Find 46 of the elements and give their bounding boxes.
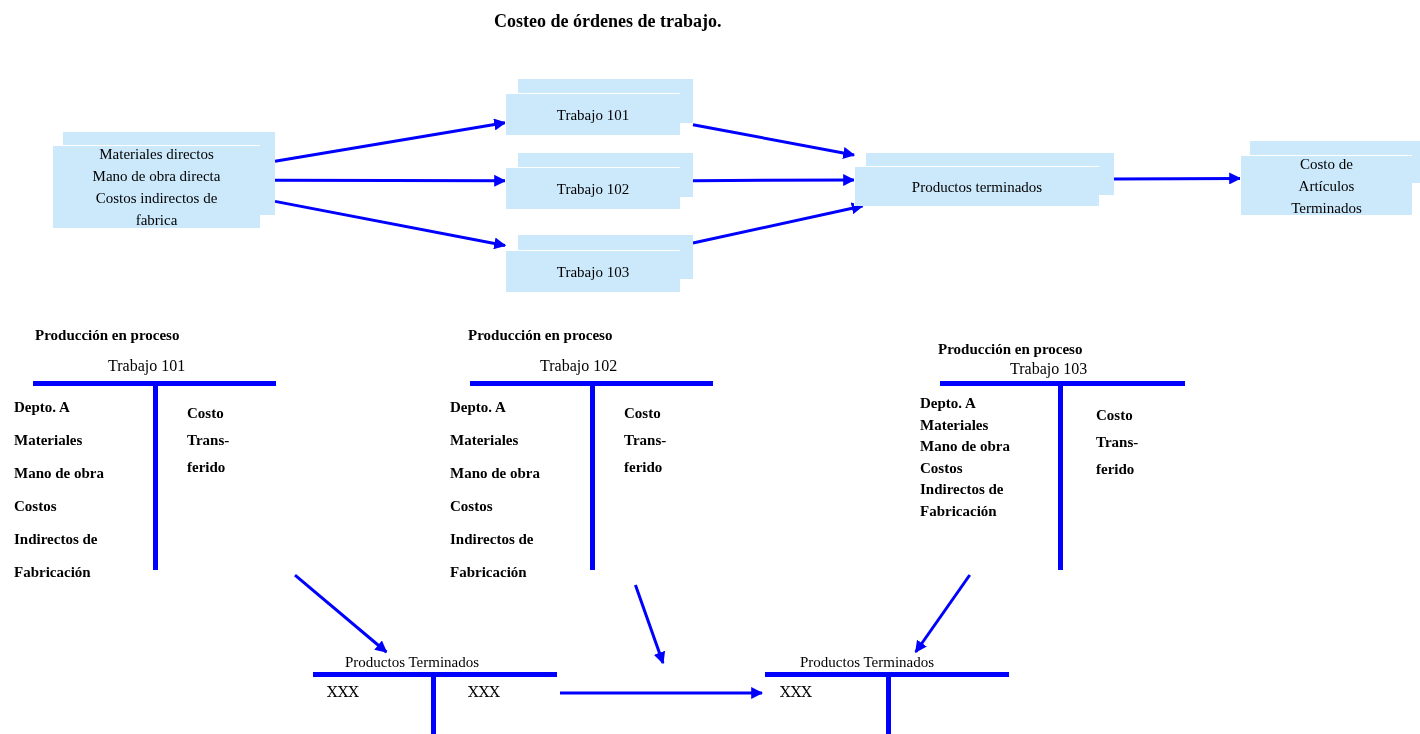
account-heading: Producción en proceso: [938, 340, 1083, 359]
account-entry: Costos Indirectos de Fabricación: [14, 497, 99, 582]
account-entry: Materiales: [920, 415, 990, 435]
box-text: Costos indirectos de fabrica: [94, 189, 219, 230]
arrow: [275, 174, 507, 187]
account-entry: XXX: [780, 682, 813, 702]
account-entry: Mano de obra: [14, 464, 105, 483]
account-entry: Mano de obra: [920, 437, 1011, 456]
account-entry: Depto. A: [450, 398, 507, 417]
account-entry: Costo Trans- ferido: [187, 404, 231, 477]
account-title: Trabajo 103: [1010, 359, 1088, 379]
arrow: [692, 123, 856, 159]
arrow: [914, 574, 971, 653]
arrow: [692, 202, 864, 245]
account-entry: Depto. A: [14, 398, 71, 417]
account-title: Productos Terminados: [345, 653, 480, 672]
box-text: Materiales directos: [99, 145, 214, 164]
arrow: [1114, 172, 1242, 185]
account-entry: Mano de obra: [450, 464, 541, 483]
arrow: [560, 687, 764, 699]
account-entry: Depto. A: [920, 394, 977, 413]
account-title: Trabajo 102: [540, 356, 618, 376]
arrow: [274, 118, 507, 163]
account-entry: Costo Trans- ferido: [624, 404, 668, 477]
arrow: [294, 573, 388, 654]
arrow: [634, 584, 666, 665]
account-entry: Materiales: [14, 431, 84, 450]
account-entry: Costos Indirectos de Fabricación: [450, 497, 535, 582]
box-text: Trabajo 102: [556, 179, 630, 199]
account-title: Trabajo 101: [108, 356, 186, 376]
account-entry: Costo Trans- ferido: [1096, 406, 1140, 479]
account-entry: XXX: [468, 682, 501, 702]
box-text: Mano de obra directa: [92, 167, 221, 186]
account-entry: Costos Indirectos de Fabricación: [920, 458, 1005, 521]
account-entry: Materiales: [450, 431, 520, 450]
account-heading: Producción en proceso: [468, 326, 613, 345]
account-entry: XXX: [327, 682, 360, 702]
diagram-title: Costeo de órdenes de trabajo.: [494, 10, 722, 33]
arrow: [693, 174, 856, 187]
box-text: Productos terminados: [911, 177, 1043, 197]
box-text: Trabajo 101: [556, 105, 630, 125]
account-heading: Producción en proceso: [35, 326, 180, 345]
box-text: Trabajo 103: [556, 262, 630, 282]
arrow: [274, 199, 507, 250]
account-title: Productos Terminados: [800, 653, 935, 672]
box-text: Costo de Artículos Terminados: [1290, 154, 1363, 218]
